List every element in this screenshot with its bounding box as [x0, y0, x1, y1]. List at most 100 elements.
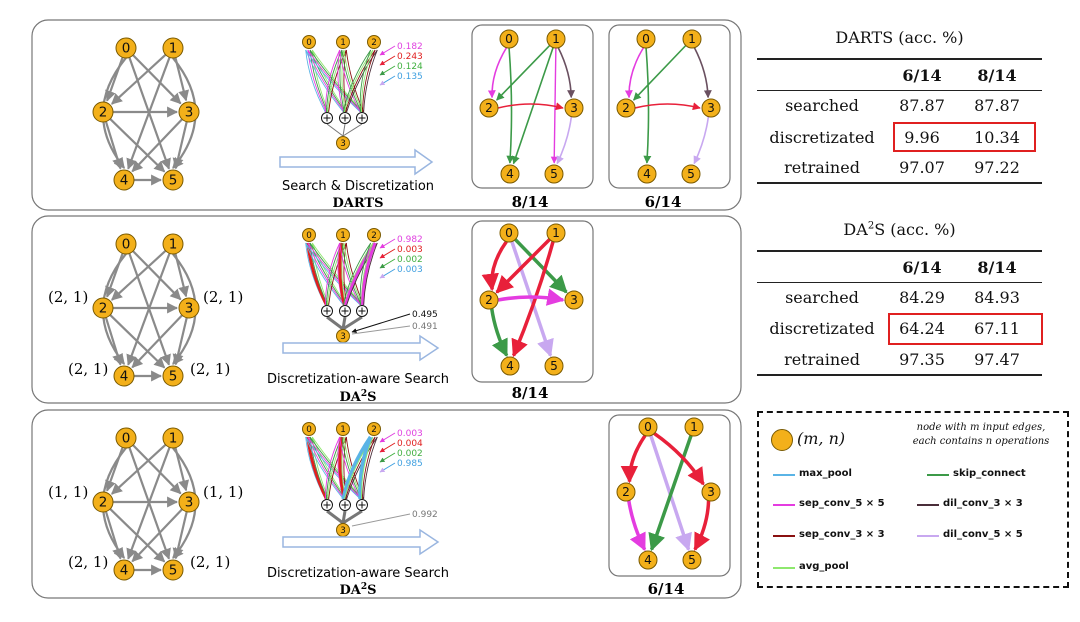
- op-edge: [305, 436, 361, 500]
- result-node-5-label: 5: [688, 553, 696, 567]
- result-node-2: [616, 98, 636, 118]
- result-node-3-label: 3: [570, 293, 578, 307]
- result-node-4: [638, 550, 658, 570]
- op-edge: [363, 242, 378, 306]
- node-label-p2-n5: (2, 1): [190, 553, 230, 571]
- result-caption-da2s-8: 8/14: [512, 384, 549, 402]
- result-node-1-label: 1: [552, 32, 560, 46]
- legend-node-icon: [771, 429, 793, 451]
- result-node-5: [682, 550, 702, 570]
- top-rule: [757, 250, 1042, 252]
- darts-accuracy-table: DARTS (acc. %) 6/14 8/14 searched 87.87 …: [757, 24, 1042, 184]
- op-edge: [311, 436, 364, 500]
- dag-node-2: [92, 101, 114, 123]
- result-node-0: [638, 417, 658, 437]
- dag-edge: [104, 317, 123, 366]
- result-node-0-label: 0: [505, 32, 513, 46]
- result-node-0: [636, 29, 656, 49]
- op-edge: [324, 49, 341, 113]
- result-node-5: [681, 164, 701, 184]
- top-rule: [757, 58, 1042, 60]
- result-node-2-label: 2: [622, 485, 630, 499]
- result-node-3-label: 3: [707, 101, 715, 115]
- dag-node-3-label: 3: [185, 495, 194, 511]
- dag-node-4: [113, 559, 135, 581]
- weight-pointer: [351, 325, 411, 335]
- dag-edge: [104, 121, 123, 170]
- dag-node-3-label: 3: [185, 105, 194, 121]
- op-node-2-label: 2: [371, 231, 377, 241]
- dag-edge: [109, 314, 166, 369]
- title-sup: 2: [867, 220, 875, 232]
- result-caption-darts-8: 8/14: [512, 193, 549, 211]
- header-6-14: 6/14: [902, 66, 942, 85]
- op-node-3-label: 3: [340, 139, 346, 149]
- dag-node-4-label: 4: [120, 173, 129, 189]
- weight-value: 0.495: [412, 310, 438, 320]
- op-edge: [311, 49, 364, 113]
- result-node-2: [479, 98, 499, 118]
- weight-value: 0.004: [397, 439, 423, 449]
- result-caption-darts-6: 6/14: [645, 193, 682, 211]
- op-edge: [306, 436, 328, 500]
- highlight-box: [888, 313, 1043, 345]
- result-node-5: [544, 164, 564, 184]
- weight-pointer: [379, 258, 396, 269]
- op-edge: [360, 49, 374, 113]
- op-edge: [338, 242, 346, 306]
- op-edge: [339, 49, 345, 113]
- method-sup: 2: [361, 582, 367, 592]
- search-label-da2s-8: Discretization-aware Search: [267, 372, 449, 387]
- op-edge: [328, 242, 347, 306]
- weight-value: 0.182: [397, 42, 423, 52]
- result-node-5-label: 5: [687, 167, 695, 181]
- legend-label-dil-conv-5: dil_conv_5 × 5: [943, 529, 1023, 540]
- legend-line-dil-conv-5: [917, 535, 939, 537]
- dag-node-5: [162, 559, 184, 581]
- legend-label-skip-connect: skip_connect: [953, 468, 1026, 479]
- result-node-1: [546, 223, 566, 243]
- dag-node-0-label: 0: [122, 41, 131, 57]
- weight-value: 0.243: [397, 52, 423, 62]
- weight-pointer: [379, 248, 396, 259]
- result-edge: [481, 240, 508, 292]
- op-edge: [342, 242, 372, 306]
- result-edge: [557, 47, 576, 99]
- result-edge: [497, 102, 564, 111]
- dag-node-0: [115, 233, 137, 255]
- result-box-darts-8: [471, 24, 594, 189]
- dag-node-1: [162, 233, 184, 255]
- dag-edge: [172, 121, 188, 170]
- dag-node-5-label: 5: [169, 563, 178, 579]
- result-edge: [489, 308, 509, 358]
- op-edge: [363, 49, 378, 113]
- op-edge: [345, 436, 376, 500]
- node-label-p1-n2: (2, 1): [48, 288, 88, 306]
- dag-edge: [132, 54, 182, 105]
- result-node-2-label: 2: [485, 293, 493, 307]
- op-edge: [311, 242, 330, 306]
- op-edge: [305, 242, 344, 306]
- result-edge: [514, 238, 568, 294]
- method-label-da2s-8: DA2S: [339, 389, 376, 405]
- op-edge: [363, 436, 378, 500]
- result-edge: [495, 238, 551, 294]
- op-edge: [305, 242, 361, 306]
- search-arrow-da2s-8: [282, 334, 440, 362]
- method-tail: S: [367, 583, 376, 598]
- result-node-3-label: 3: [570, 101, 578, 115]
- op-edge: [360, 436, 374, 500]
- op-edge: [307, 242, 345, 306]
- highlight-box: [893, 122, 1036, 152]
- weight-pointer: [379, 452, 396, 463]
- result-node-0: [499, 29, 519, 49]
- dag-edge: [131, 314, 183, 369]
- mid-rule: [757, 282, 1042, 283]
- weight-pointer: [379, 55, 396, 66]
- cell-searched-6: 87.87: [899, 96, 945, 115]
